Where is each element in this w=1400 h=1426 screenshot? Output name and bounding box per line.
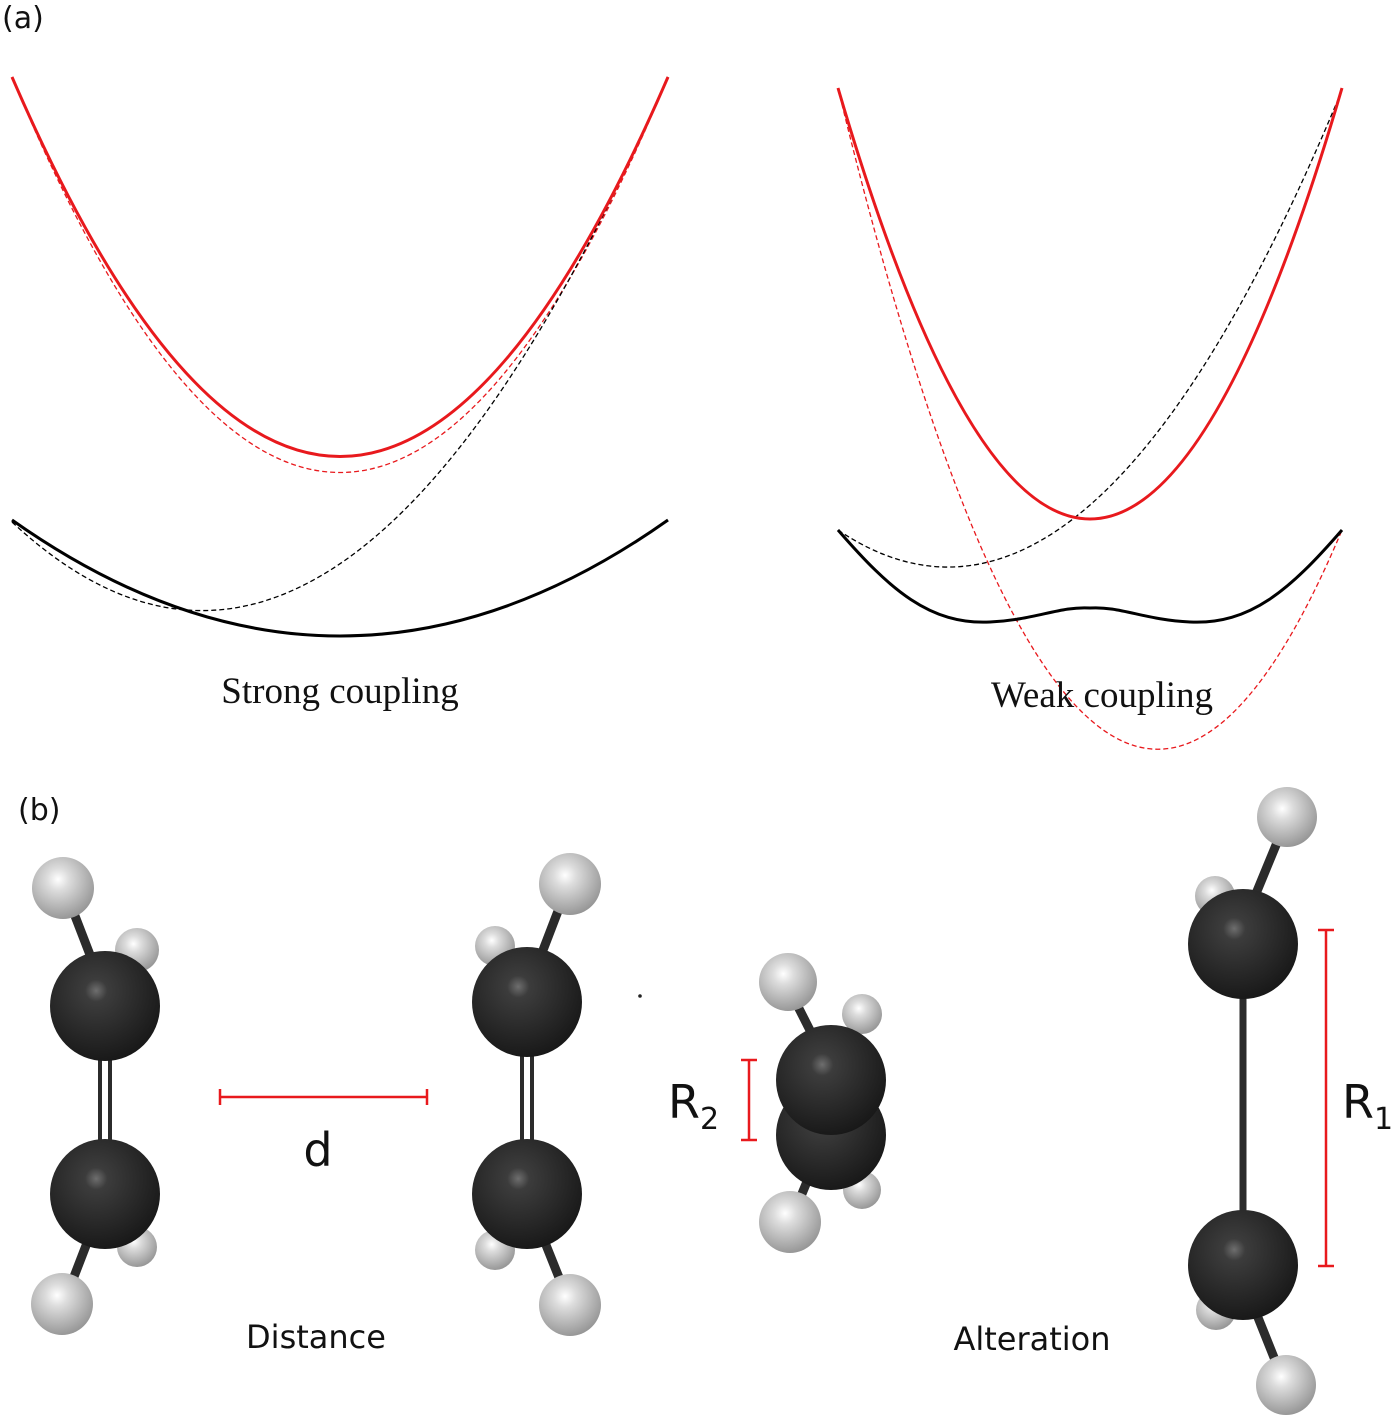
stretched-molecule bbox=[1188, 787, 1317, 1415]
carbon-atom bbox=[472, 947, 582, 1057]
alteration-caption: Alteration bbox=[953, 1320, 1110, 1358]
hydrogen-atom bbox=[539, 1274, 601, 1336]
carbon-atom bbox=[50, 951, 160, 1061]
r1-label: R1 bbox=[1342, 1075, 1393, 1137]
carbon-atom bbox=[472, 1139, 582, 1249]
ethylene-molecule-right bbox=[472, 853, 601, 1336]
hydrogen-atom bbox=[759, 953, 817, 1011]
hydrogen-atom bbox=[842, 994, 882, 1034]
carbon-atom bbox=[1188, 1210, 1298, 1320]
r2-subscript: 2 bbox=[700, 1102, 719, 1137]
r1-symbol: R bbox=[1342, 1075, 1374, 1129]
r1-subscript: 1 bbox=[1374, 1102, 1393, 1137]
hydrogen-atom bbox=[539, 853, 601, 915]
r2-symbol: R bbox=[668, 1075, 700, 1129]
r2-measure: R2 bbox=[668, 1058, 757, 1142]
strong-coupling-plot: Strong coupling bbox=[10, 76, 670, 712]
hydrogen-atom bbox=[1256, 1355, 1316, 1415]
weak-diabatic-black-curve bbox=[837, 89, 1343, 568]
strong-coupling-caption: Strong coupling bbox=[221, 671, 458, 712]
hydrogen-atom bbox=[32, 857, 94, 919]
strong-diabatic-red-curve bbox=[11, 76, 669, 473]
carbon-atom bbox=[1188, 889, 1298, 999]
panel-b-label: (b) bbox=[18, 793, 60, 828]
panel-a-label: (a) bbox=[2, 1, 44, 36]
weak-lower-adiabatic-curve bbox=[836, 529, 1344, 624]
strong-upper-adiabatic-curve bbox=[10, 76, 670, 458]
carbon-atom bbox=[50, 1139, 160, 1249]
hydrogen-atom bbox=[759, 1191, 821, 1253]
distance-symbol: d bbox=[303, 1123, 332, 1177]
distance-measure: d bbox=[218, 1089, 429, 1177]
hydrogen-atom bbox=[1257, 787, 1317, 847]
hydrogen-atom bbox=[31, 1273, 93, 1335]
r2-label: R2 bbox=[668, 1075, 719, 1137]
compressed-molecule bbox=[759, 953, 886, 1253]
strong-lower-adiabatic-curve bbox=[11, 518, 669, 638]
carbon-atom bbox=[776, 1025, 886, 1135]
ethylene-molecule-left bbox=[31, 857, 160, 1335]
weak-upper-adiabatic-curve bbox=[836, 87, 1344, 521]
stray-dot bbox=[638, 994, 642, 998]
distance-caption: Distance bbox=[246, 1318, 386, 1356]
weak-diabatic-red-curve bbox=[837, 87, 1343, 750]
r1-measure: R1 bbox=[1318, 928, 1393, 1268]
weak-coupling-caption: Weak coupling bbox=[991, 675, 1213, 716]
weak-coupling-plot: Weak coupling bbox=[836, 87, 1344, 750]
strong-diabatic-black-curve bbox=[11, 76, 669, 612]
